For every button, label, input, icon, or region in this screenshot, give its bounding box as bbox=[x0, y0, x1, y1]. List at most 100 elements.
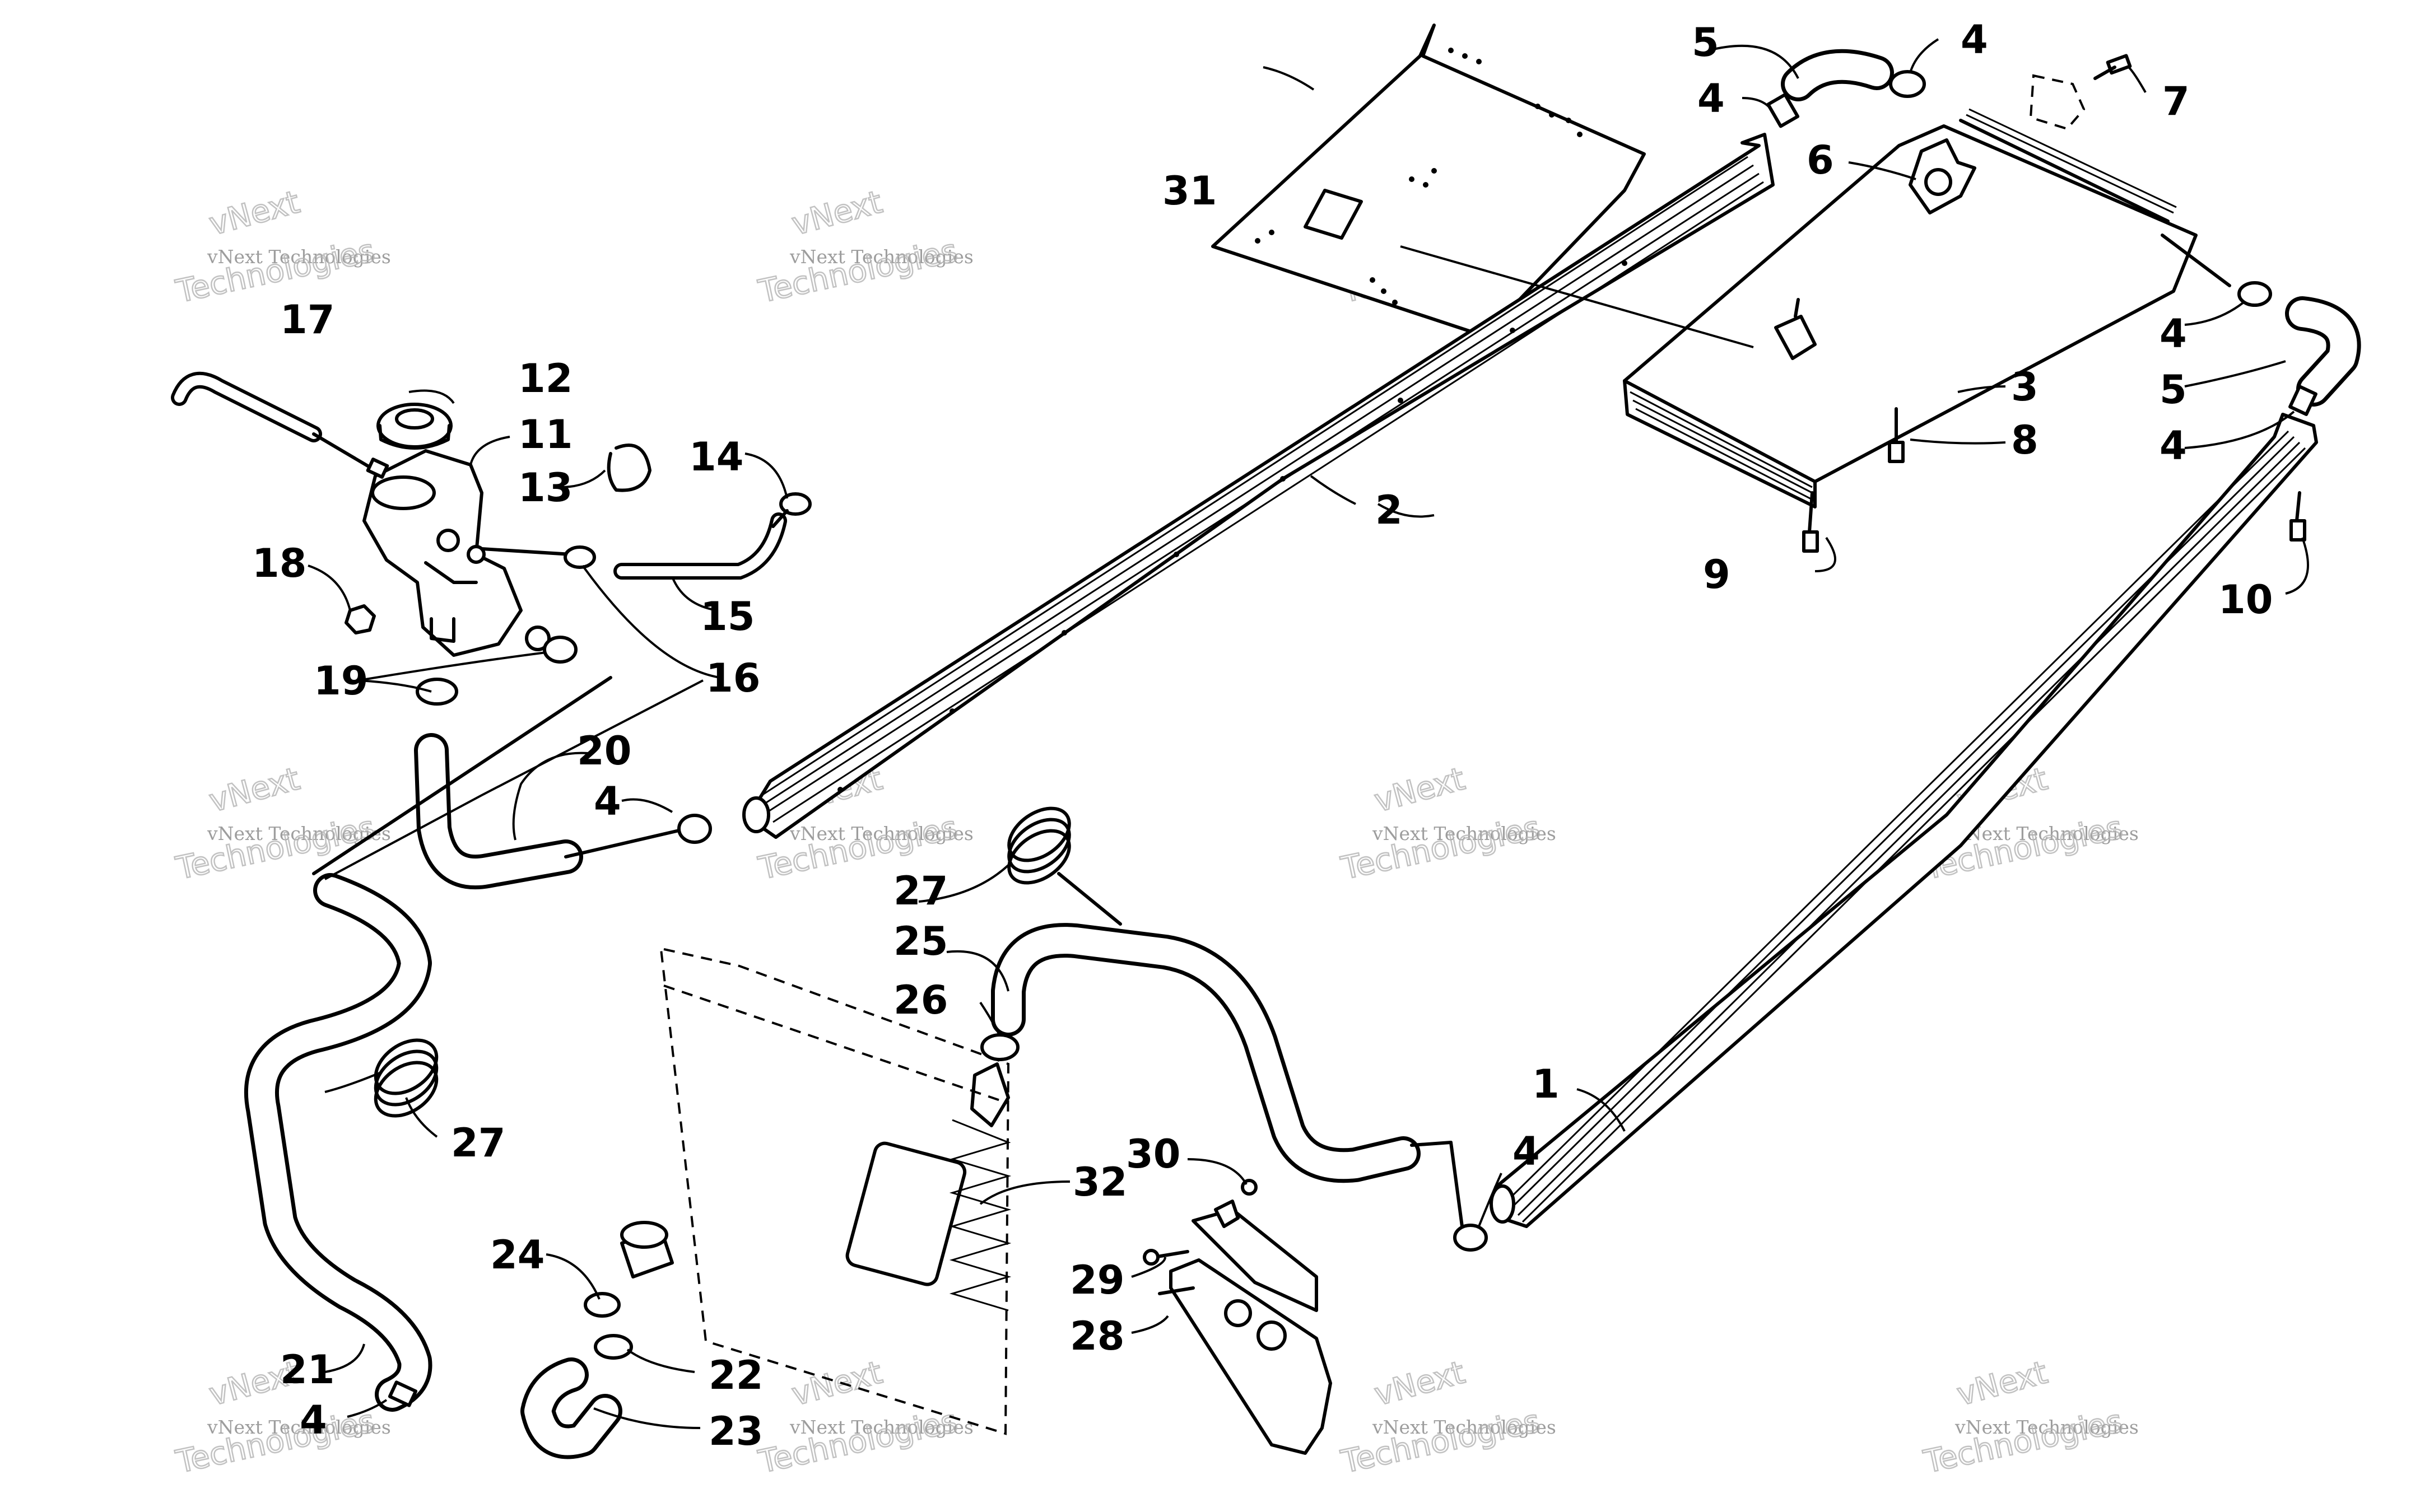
part-1-lower-exchanger bbox=[1490, 413, 2318, 1228]
part-26-clamp bbox=[980, 1033, 1020, 1061]
watermark-technologies: Technologies bbox=[173, 232, 378, 310]
watermark-vnext: vNext bbox=[1953, 1354, 2051, 1413]
callout-31: 31 bbox=[1162, 168, 1217, 214]
watermark-vnext: vNext bbox=[788, 1354, 886, 1413]
callout-32: 32 bbox=[1073, 1159, 1127, 1205]
part-28-bracket bbox=[1143, 1179, 1332, 1455]
callout-9: 9 bbox=[1703, 552, 1730, 598]
callout-11: 11 bbox=[518, 412, 573, 458]
callout-27a: 27 bbox=[893, 868, 948, 914]
watermark-technologies: Technologies bbox=[1338, 1403, 1543, 1481]
part-3-heat-exchanger bbox=[1623, 108, 2198, 508]
callout-2: 2 bbox=[1375, 487, 1403, 533]
callout-3: 3 bbox=[2011, 364, 2039, 410]
watermark-vnext: vNext bbox=[1371, 1354, 1469, 1413]
watermark-company: vNext Technologies bbox=[207, 823, 391, 844]
callout-19: 19 bbox=[314, 658, 368, 704]
callout-27b: 27 bbox=[451, 1120, 505, 1166]
callout-labels: 1 2 3 4 4 4 4 4 4 4 5 5 6 7 8 9 10 11 12… bbox=[252, 17, 2273, 1454]
watermark-company: vNext Technologies bbox=[1954, 823, 2139, 844]
part-5-hose-upper bbox=[1766, 49, 1926, 128]
callout-4d: 4 bbox=[2160, 423, 2187, 469]
callout-10: 10 bbox=[2218, 577, 2273, 623]
watermark-technologies: Technologies bbox=[1338, 809, 1543, 887]
watermark-company: vNext Technologies bbox=[1372, 823, 1556, 844]
part-12-radiator-cap bbox=[376, 403, 453, 450]
watermark-technologies: Technologies bbox=[173, 1403, 378, 1481]
part-18-nut bbox=[345, 604, 376, 634]
callout-4a: 4 bbox=[1697, 76, 1725, 122]
callout-4b: 4 bbox=[1961, 17, 1988, 63]
part-13-clip bbox=[607, 444, 651, 492]
watermark-vnext: vNext bbox=[206, 184, 304, 242]
part-25-hose bbox=[991, 872, 1488, 1252]
part-21-hose bbox=[244, 676, 612, 1412]
callout-17: 17 bbox=[280, 297, 334, 343]
watermark-technologies: Technologies bbox=[1920, 1403, 2125, 1481]
part-20-hose bbox=[414, 733, 712, 890]
callout-28: 28 bbox=[1070, 1313, 1124, 1359]
callout-5b: 5 bbox=[2160, 367, 2187, 413]
part-32-radiator bbox=[659, 948, 1012, 1435]
watermark-company: vNext Technologies bbox=[789, 1416, 974, 1438]
watermark-vnext: vNext bbox=[1371, 760, 1469, 819]
callout-6: 6 bbox=[1807, 137, 1834, 183]
watermark-company: vNext Technologies bbox=[207, 246, 391, 268]
callout-18: 18 bbox=[252, 540, 306, 586]
callout-5a: 5 bbox=[1692, 20, 1719, 66]
part-5-hose-right bbox=[2161, 234, 2361, 416]
watermark-company: vNext Technologies bbox=[1954, 1416, 2139, 1438]
callout-24: 24 bbox=[490, 1232, 544, 1278]
callout-13: 13 bbox=[518, 465, 573, 511]
part-15-vent-hose bbox=[480, 492, 812, 580]
callout-14: 14 bbox=[689, 434, 743, 480]
callout-21: 21 bbox=[280, 1347, 334, 1393]
callout-29: 29 bbox=[1070, 1257, 1124, 1303]
watermark-technologies: Technologies bbox=[173, 809, 378, 887]
part-17-overflow-tube bbox=[171, 371, 389, 479]
callout-4c: 4 bbox=[2160, 311, 2187, 357]
watermark-technologies: Technologies bbox=[755, 1403, 960, 1481]
callout-4e: 4 bbox=[594, 778, 621, 824]
callout-7: 7 bbox=[2162, 78, 2190, 124]
part-23-outlet-hose bbox=[520, 1221, 674, 1459]
leader-lines bbox=[308, 38, 2309, 1429]
callout-4g: 4 bbox=[300, 1397, 327, 1443]
watermark-company: vNext Technologies bbox=[789, 246, 974, 268]
part-27-spring-clamp bbox=[374, 806, 1071, 1118]
callout-20: 20 bbox=[577, 728, 631, 774]
part-11-coolant-tank bbox=[362, 449, 551, 657]
watermark-vnext: vNext bbox=[788, 184, 886, 242]
watermark-company: vNext Technologies bbox=[207, 1416, 391, 1438]
watermark-company: vNext Technologies bbox=[789, 823, 974, 844]
part-31-plate bbox=[1211, 24, 1646, 338]
part-10-rivet bbox=[2289, 491, 2306, 542]
callout-16: 16 bbox=[706, 655, 760, 701]
watermark-vnext: vNext bbox=[206, 760, 304, 819]
watermark-technologies: Technologies bbox=[755, 232, 960, 310]
watermark-company: vNext Technologies bbox=[1372, 1416, 1556, 1438]
callout-1: 1 bbox=[1532, 1061, 1560, 1107]
callout-4f: 4 bbox=[1513, 1128, 1540, 1174]
callout-30: 30 bbox=[1126, 1131, 1180, 1177]
part-19-clamp bbox=[416, 678, 458, 706]
callout-26: 26 bbox=[893, 977, 948, 1023]
callout-15: 15 bbox=[700, 594, 755, 640]
callout-12: 12 bbox=[518, 356, 573, 402]
part-7-bolt bbox=[2093, 54, 2132, 80]
part-7-bolt-plate bbox=[2029, 74, 2086, 130]
part-9-rivet bbox=[1802, 491, 1819, 553]
part-2-tunnel-exchanger bbox=[742, 133, 1775, 839]
callout-23: 23 bbox=[709, 1408, 763, 1454]
part-19-clamp-b bbox=[543, 636, 578, 664]
callout-8: 8 bbox=[2011, 417, 2039, 463]
callout-25: 25 bbox=[893, 918, 948, 964]
